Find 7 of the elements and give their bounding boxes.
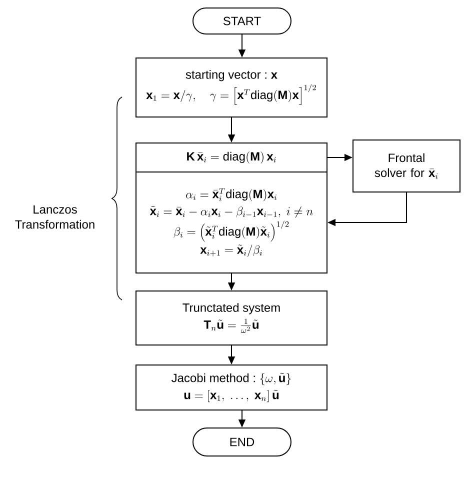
process-box: starting vector : $\mathbf{x}$ $\mathbf{x}_1 = \mathbf{x}/\gamma,\quad \gamma = \left[\mathbf{x}^{T}\mathrm{diag}(\mathbf{M})\mathbf{x}\right]^{1/2}$ (136, 58, 328, 118)
process-box: Frontal solver for $\bar{\mathbf{x}}_i$ (352, 140, 460, 192)
process-box: Jacobi method : $\{\omega, \tilde{\mathbf{u}}\}$ $\mathbf{u} = \left[\mathbf{x}_1,\ \dots,\ \mathbf{x}_n\right]\tilde{\mathbf{u}}$ (136, 364, 328, 410)
side-label: Lanczos Transformation (15, 205, 94, 229)
process-box: Trunctated system $\mathbf{T}_n\tilde{\mathbf{u}} = \frac{1}{\omega^2}\tilde{\mathbf{u}}$ (136, 290, 328, 346)
process-box: $\mathbf{K}\,\bar{\mathbf{x}}_i = \mathrm{diag}(\mathbf{M})\,\mathbf{x}_i$ (136, 142, 328, 172)
process-box: $\alpha_i = \bar{\mathbf{x}}_i^{T}\mathrm{diag}(\mathbf{M})\mathbf{x}_i$ $\tilde{\mathbf{x}}_i = \bar{\mathbf{x}}_i - \alpha_i\mathbf{x}_i - \beta_{i-1}\mathbf{x}_{i-1},\ i \neq n$ $\beta_i = \left(\tilde{\mathbf{x}}_i^{T}\mathrm{diag}(\mathbf{M})\tilde{\mathbf{x}}_i\right)^{1/2}$ $\mathbf{x}_{i+1} = \tilde{\mathbf{x}}_i/\beta_i$ (136, 172, 328, 274)
